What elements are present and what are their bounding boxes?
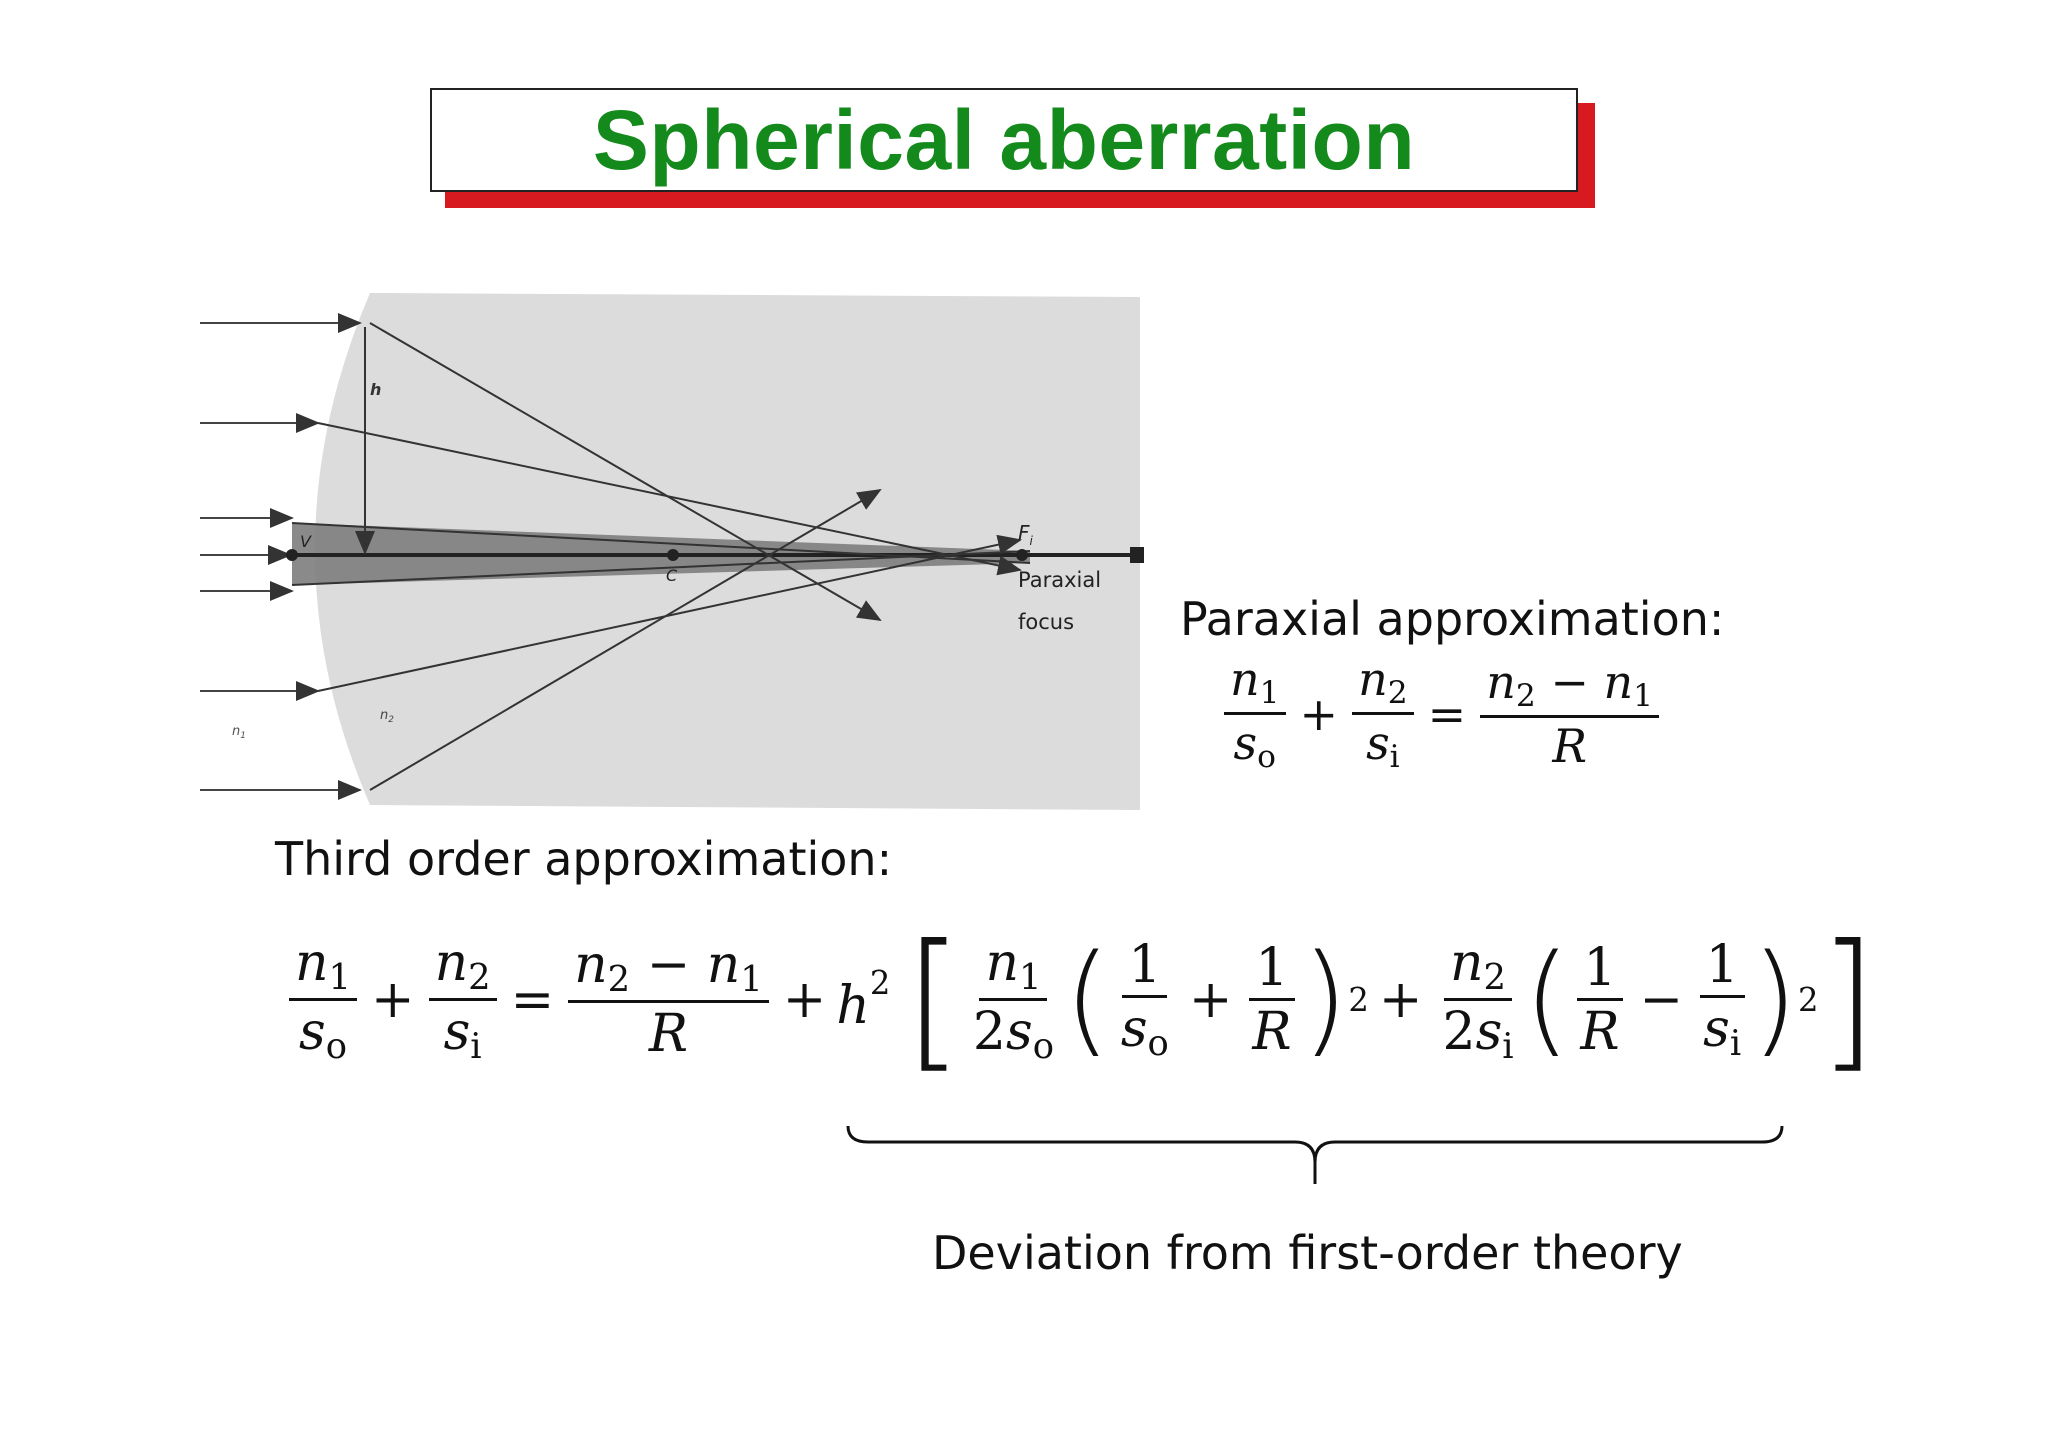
n1-diagram-label: n1	[232, 724, 246, 741]
deviation-label: Deviation from first-order theory	[932, 1226, 1683, 1280]
frac-n1-so: n1 so	[1224, 655, 1286, 773]
paraxial-approximation-label: Paraxial approximation:	[1180, 592, 1725, 646]
vertex-point	[286, 549, 298, 561]
center-point	[667, 549, 679, 561]
n2-diagram-label: n2	[380, 708, 394, 725]
page-title: Spherical aberration	[592, 93, 1416, 187]
paraxial-equation: n1 so + n2 si = n2 − n1 R	[1220, 655, 1663, 773]
paraxial-diagram-label: Paraxial	[1018, 568, 1101, 592]
h-label: h	[370, 380, 381, 399]
fi-label: Fi	[1018, 521, 1034, 548]
refracted-rays	[291, 322, 1031, 791]
v-label: V	[300, 532, 312, 551]
focus-diagram-label: focus	[1018, 610, 1074, 634]
third-order-label: Third order approximation:	[275, 832, 893, 886]
title-box: Spherical aberration	[430, 88, 1578, 192]
frac-n2-si: n2 si	[1352, 655, 1414, 773]
frac-diff-R: n2 − n1 R	[1480, 658, 1660, 770]
c-label: C	[666, 566, 678, 585]
ray-diagram-svg: h V C Fi Paraxial focus n1 n2	[200, 293, 1144, 810]
spherical-aberration-diagram: h V C Fi Paraxial focus n1 n2	[200, 285, 1150, 815]
third-order-equation: n1 so + n2 si = n2 − n1 R + h2 [ n1 2so …	[285, 925, 1877, 1075]
underbrace	[846, 1125, 1784, 1184]
focus-point	[1016, 549, 1028, 561]
incoming-rays	[200, 313, 362, 800]
h-squared: h2	[836, 963, 891, 1036]
axis-end	[1130, 547, 1144, 563]
